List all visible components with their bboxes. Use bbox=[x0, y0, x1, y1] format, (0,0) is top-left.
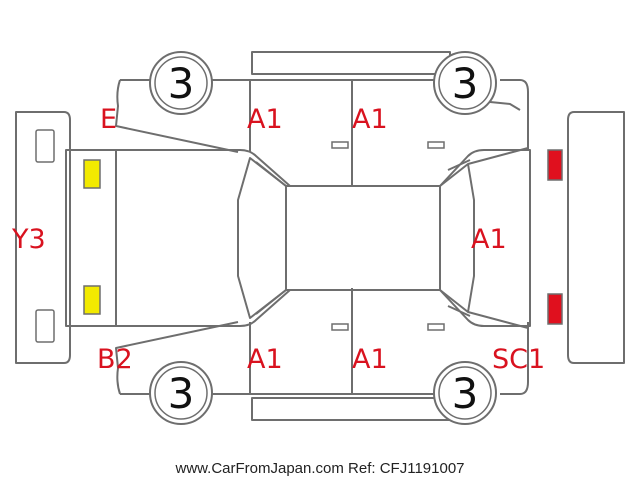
wheel-top-right: 3 bbox=[433, 51, 497, 115]
label-front-bumper: Y3 bbox=[11, 224, 46, 255]
headlight-right bbox=[83, 285, 101, 315]
front-bumper-tab-upper bbox=[35, 129, 55, 163]
headlight-left bbox=[83, 159, 101, 189]
footer-reference: www.CarFromJapan.com Ref: CFJ1191007 bbox=[175, 460, 465, 477]
wheel-top-right-grade: 3 bbox=[452, 59, 479, 108]
top-view-body bbox=[65, 147, 531, 329]
door-handle-top-rear bbox=[427, 141, 445, 149]
wheel-bottom-right: 3 bbox=[433, 361, 497, 425]
front-bumper bbox=[15, 111, 71, 364]
wheel-bottom-right-grade: 3 bbox=[452, 369, 479, 418]
label-rear-right-door: A1 bbox=[352, 344, 388, 375]
label-front-left-fender: E bbox=[100, 104, 117, 135]
side-body-top bbox=[115, 79, 529, 186]
wheel-bottom-left-grade: 3 bbox=[168, 369, 195, 418]
side-body-bottom bbox=[115, 288, 529, 395]
taillight-right bbox=[547, 293, 563, 325]
rear-bumper bbox=[567, 111, 625, 364]
roof-strip-top bbox=[251, 51, 451, 75]
roof-strip-bottom bbox=[251, 397, 451, 421]
label-front-left-door: A1 bbox=[247, 104, 283, 135]
wheel-top-left-grade: 3 bbox=[168, 59, 195, 108]
label-rear-panel: A1 bbox=[471, 224, 507, 255]
door-handle-bottom-rear bbox=[427, 323, 445, 331]
door-handle-top-front bbox=[331, 141, 349, 149]
front-bumper-tab-lower bbox=[35, 309, 55, 343]
door-handle-bottom-front bbox=[331, 323, 349, 331]
wheel-top-left: 3 bbox=[149, 51, 213, 115]
taillight-left bbox=[547, 149, 563, 181]
wheel-bottom-left: 3 bbox=[149, 361, 213, 425]
label-front-right-door: A1 bbox=[247, 344, 283, 375]
label-rear-right-corner: SC1 bbox=[492, 344, 545, 375]
label-rear-left-door: A1 bbox=[352, 104, 388, 135]
label-rear-left-fender: B2 bbox=[97, 344, 133, 375]
